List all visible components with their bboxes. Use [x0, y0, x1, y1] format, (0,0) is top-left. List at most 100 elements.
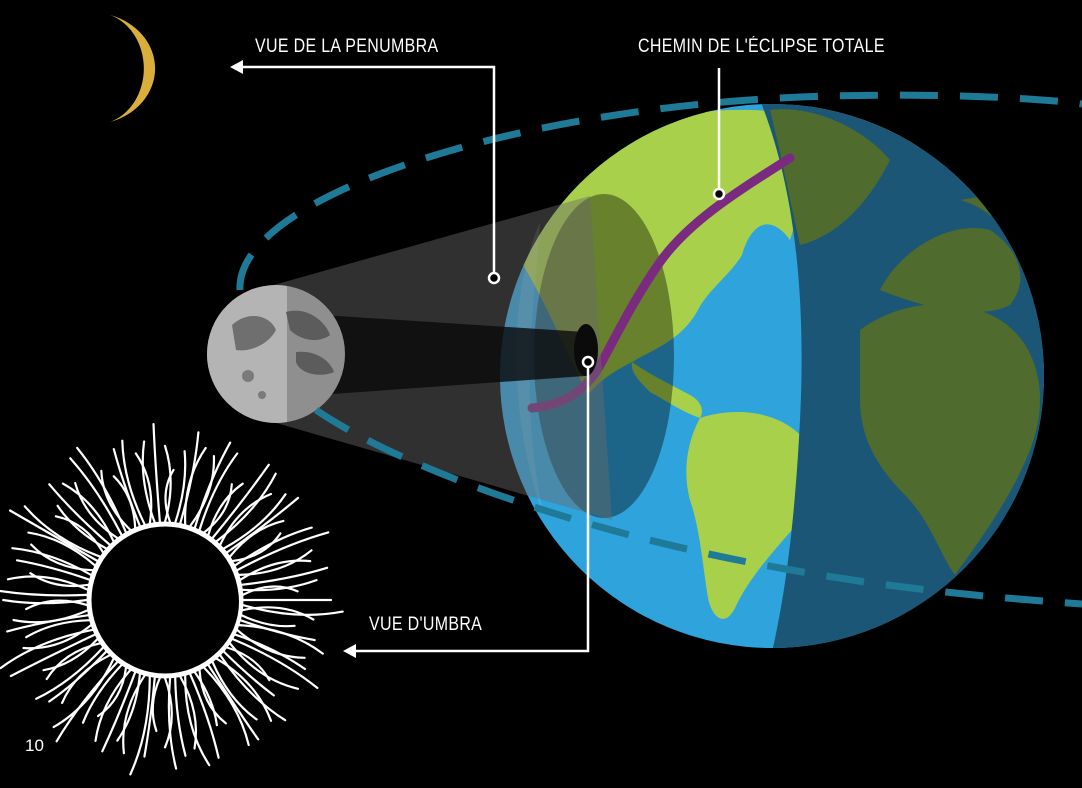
corona-ray: [179, 675, 198, 750]
corona-ray: [164, 468, 175, 524]
corona-ray: [225, 496, 300, 554]
corona-ray: [112, 448, 141, 528]
corona-ray: [8, 509, 99, 563]
land-europe-africa: [860, 303, 1040, 575]
corona-ray: [237, 624, 324, 655]
corona-ray: [202, 483, 233, 534]
corona-ray: [2, 598, 89, 605]
corona-ray: [225, 646, 271, 682]
corona-ray: [236, 531, 330, 572]
corona-ray: [54, 515, 105, 554]
corona-ray: [25, 599, 89, 611]
penumbra-view-label: VUE DE LA PENUMBRA: [255, 36, 439, 57]
corona-ray: [96, 666, 128, 718]
corona-ray: [233, 526, 313, 567]
corona-ray: [198, 452, 239, 532]
corona-ray: [193, 441, 232, 529]
corona-ray: [233, 633, 307, 671]
corona-ray: [163, 676, 173, 749]
corona-ray: [198, 668, 227, 725]
corona-ray: [29, 572, 90, 588]
corona-ray: [15, 559, 91, 581]
corona-ray: [152, 423, 161, 524]
earth: [500, 104, 1044, 648]
arrow-left-icon: [230, 60, 243, 74]
corona-ray: [48, 650, 108, 703]
corona-ray: [237, 549, 313, 576]
corona-ray: [228, 519, 285, 558]
umbra-spot: [574, 324, 598, 376]
corona-ray: [25, 619, 91, 639]
corona-ray: [222, 493, 287, 550]
corona-ray: [219, 492, 273, 546]
corona-ray: [101, 671, 137, 753]
corona-ray: [141, 440, 156, 524]
eclipse-path-label: CHEMIN DE L'ÉCLIPSE TOTALE: [638, 36, 885, 57]
corona-ray: [22, 624, 93, 650]
corona-ray: [174, 450, 187, 524]
umbra-cone: [276, 312, 585, 398]
corona-ray: [116, 672, 141, 742]
corona-ray: [121, 439, 146, 526]
corona-ray: [45, 642, 102, 681]
corona-ray: [241, 606, 315, 621]
crescent-moon-icon: [110, 15, 156, 122]
corona-ray: [241, 579, 318, 592]
callout-eclipse-path: [712, 68, 726, 201]
corona-ray: [240, 614, 296, 628]
callout-umbra: [352, 355, 595, 653]
corona-ray: [174, 676, 187, 757]
corona-ray: [69, 457, 123, 537]
moon-orbit-front: [314, 407, 1082, 608]
corona-ray: [167, 676, 178, 770]
corona-ray: [207, 482, 244, 537]
page-number: 10: [25, 736, 44, 755]
corona-ray: [239, 559, 312, 581]
corona-ray: [12, 609, 89, 624]
corona-ray: [231, 532, 282, 563]
corona-ray: [56, 504, 108, 550]
land-europe: [880, 228, 1021, 313]
total-eclipse-path: [527, 153, 795, 413]
corona-ray: [211, 463, 270, 540]
corona-ray: [55, 660, 119, 743]
corona-ray: [81, 663, 123, 724]
corona-ray: [27, 531, 97, 567]
corona-ray: [129, 675, 151, 776]
corona-ray: [52, 657, 115, 729]
arrow-left-icon: [343, 644, 356, 658]
corona-ray: [134, 452, 153, 525]
corona-ray: [35, 646, 105, 700]
corona-ray: [215, 657, 273, 722]
umbra-view-label: VUE D'UMBRA: [369, 614, 483, 635]
eclipse-disk: [103, 534, 239, 670]
corona-ray: [122, 674, 146, 755]
corona-ray: [143, 676, 156, 758]
corona-ray: [9, 633, 97, 678]
corona-ray: [222, 650, 275, 697]
moon-orbit-back: [236, 91, 1082, 291]
corona-ray: [231, 637, 319, 689]
earth-limb-shade: [516, 222, 545, 520]
corona-ray: [207, 663, 260, 741]
callout-penumbra: [240, 65, 501, 285]
corona-ray: [23, 505, 102, 558]
corona-ray: [236, 628, 306, 659]
land-greenland-night: [770, 109, 890, 245]
corona-ray: [48, 483, 111, 546]
land-asia-edge: [960, 180, 1044, 320]
total-eclipse-corona-icon: [0, 423, 344, 776]
corona-ray: [30, 543, 94, 572]
land-south-america: [686, 411, 818, 619]
corona-ray: [189, 672, 220, 759]
corona-ray: [0, 589, 89, 597]
corona-ray: [240, 566, 329, 586]
corona-ray: [100, 469, 132, 532]
moon: [207, 285, 345, 423]
corona-ray: [241, 585, 299, 596]
corona-ray: [42, 637, 99, 672]
corona-ray: [189, 455, 216, 528]
land-central-america: [631, 362, 702, 418]
corona-ray: [193, 671, 218, 727]
